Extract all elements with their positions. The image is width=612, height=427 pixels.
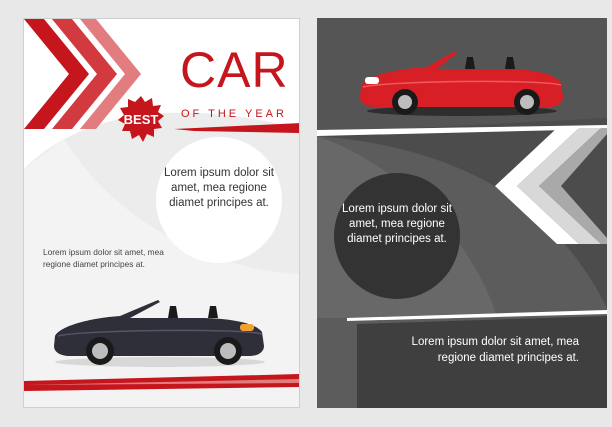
bottom-text: Lorem ipsum dolor sit amet, mea regione … <box>411 336 579 364</box>
circle-text: Lorem ipsum dolor sit amet, mea regione … <box>342 203 452 245</box>
side-text: Lorem ipsum dolor sit amet, mea regione … <box>43 247 164 269</box>
chevron-icon <box>495 128 607 244</box>
text-circle <box>334 173 460 299</box>
page-title: CAR <box>180 42 289 98</box>
right-flyer: Lorem ipsum dolor sit amet, mea regione … <box>317 18 607 408</box>
chevron-icon <box>24 19 141 129</box>
circle-text: Lorem ipsum dolor sit amet, mea regione … <box>164 167 274 209</box>
left-flyer: BEST CAR OF THE YEAR Lorem ipsum dolor s… <box>23 18 300 408</box>
badge-label: BEST <box>124 112 159 127</box>
text-circle <box>156 137 282 263</box>
car-icon <box>360 51 563 116</box>
best-badge: BEST <box>118 96 164 142</box>
page-subtitle: OF THE YEAR <box>181 108 287 120</box>
car-icon <box>54 300 265 367</box>
